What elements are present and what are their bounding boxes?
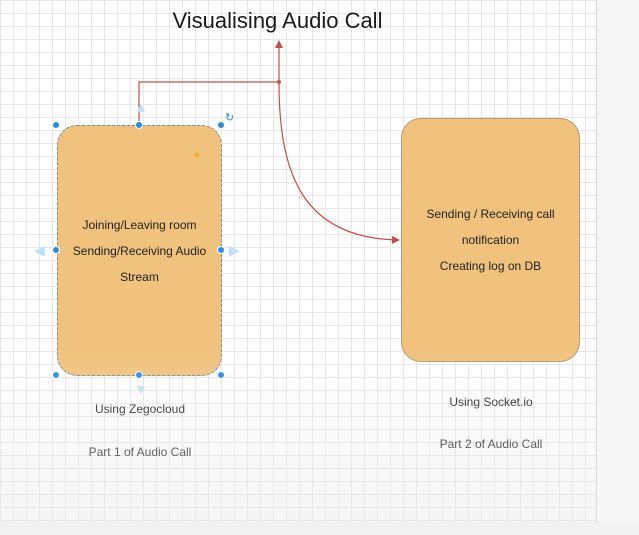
- connect-arrow-left-icon[interactable]: ◀: [34, 242, 45, 258]
- socket-line-3: Creating log on DB: [439, 259, 542, 273]
- resize-handle-bottom-left[interactable]: [52, 371, 60, 379]
- resize-handle-top-left[interactable]: [52, 121, 60, 129]
- resize-handle-bottom[interactable]: [135, 371, 143, 379]
- connector-branch-right: [278, 81, 400, 244]
- zego-line-3: Stream: [120, 269, 159, 284]
- zego-tool-caption[interactable]: Using Zegocloud: [94, 402, 186, 416]
- socket-line-2: notification: [461, 233, 520, 247]
- zego-line-1: Joining/Leaving room: [82, 217, 197, 232]
- connector-segment-left: [138, 81, 279, 125]
- connector-junction: [277, 80, 281, 84]
- connect-arrow-up-icon[interactable]: ▲: [134, 99, 148, 115]
- canvas-right-margin: [596, 0, 639, 535]
- socket-part-caption[interactable]: Part 2 of Audio Call: [439, 437, 543, 451]
- rotate-handle-icon[interactable]: ↻: [225, 112, 235, 124]
- connect-arrow-right-icon[interactable]: ▶: [229, 242, 240, 258]
- resize-handle-bottom-right[interactable]: [217, 371, 225, 379]
- zegocloud-box[interactable]: Joining/Leaving room Sending/Receiving A…: [57, 125, 222, 376]
- resize-handle-top[interactable]: [135, 121, 143, 129]
- diagram-title[interactable]: Visualising Audio Call: [172, 8, 383, 33]
- zego-part-caption[interactable]: Part 1 of Audio Call: [88, 445, 192, 459]
- resize-handle-left[interactable]: [52, 246, 60, 254]
- resize-handle-right[interactable]: [217, 246, 225, 254]
- resize-handle-top-right[interactable]: [217, 121, 225, 129]
- connect-arrow-down-icon[interactable]: ▼: [134, 381, 148, 397]
- socketio-box[interactable]: Sending / Receiving call notification Cr…: [401, 118, 580, 362]
- socket-tool-caption[interactable]: Using Socket.io: [449, 395, 533, 409]
- canvas-bottom-margin: [0, 522, 639, 535]
- socket-line-1: Sending / Receiving call: [426, 207, 555, 221]
- zego-line-2: Sending/Receiving Audio: [72, 243, 207, 258]
